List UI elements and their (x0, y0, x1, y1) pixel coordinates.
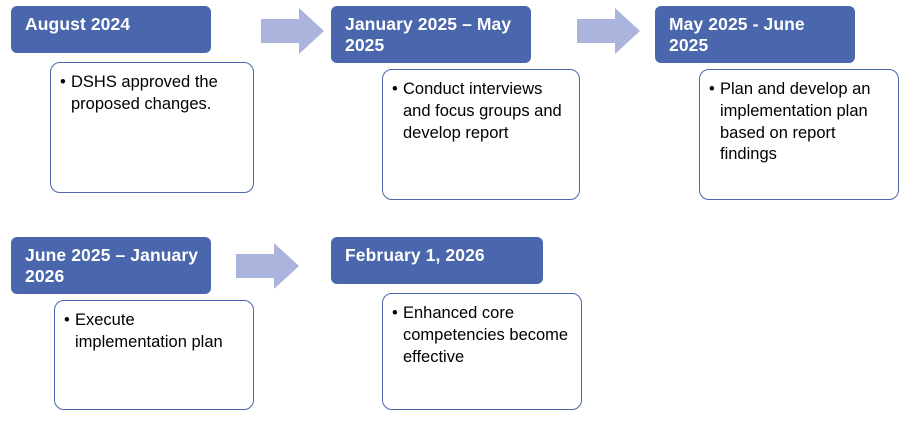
step-4-body-text: Execute implementation plan (64, 310, 243, 354)
step-1-header-box: August 2024 (11, 6, 211, 53)
step-1-header-label: August 2024 (25, 14, 131, 34)
step-4-header-box: June 2025 – January 2026 (11, 237, 211, 294)
step-1-body-box: DSHS approved the proposed changes. (50, 62, 254, 193)
step-5-header-label: February 1, 2026 (345, 245, 485, 265)
step-3-body-text: Plan and develop an implementation plan … (709, 79, 888, 166)
step-2-header-label: January 2025 – May 2025 (345, 14, 512, 55)
step-2-body-text: Conduct interviews and focus groups and … (392, 79, 569, 144)
step-1-body-text: DSHS approved the proposed changes. (60, 72, 243, 116)
step-2-body-box: Conduct interviews and focus groups and … (382, 69, 580, 200)
step-3-header-label: May 2025 - June 2025 (669, 14, 805, 55)
step-4-header-label: June 2025 – January 2026 (25, 245, 199, 286)
step-4-body-box: Execute implementation plan (54, 300, 254, 410)
step-5-header-box: February 1, 2026 (331, 237, 543, 284)
step-3-header-box: May 2025 - June 2025 (655, 6, 855, 63)
step-3-body-box: Plan and develop an implementation plan … (699, 69, 899, 200)
step-5-body-box: Enhanced core competencies become effect… (382, 293, 582, 410)
step-5-body-text: Enhanced core competencies become effect… (392, 303, 571, 368)
arrow-2-icon (577, 8, 640, 54)
step-2-header-box: January 2025 – May 2025 (331, 6, 531, 63)
arrow-1-icon (261, 8, 324, 54)
arrow-3-icon (236, 243, 299, 289)
